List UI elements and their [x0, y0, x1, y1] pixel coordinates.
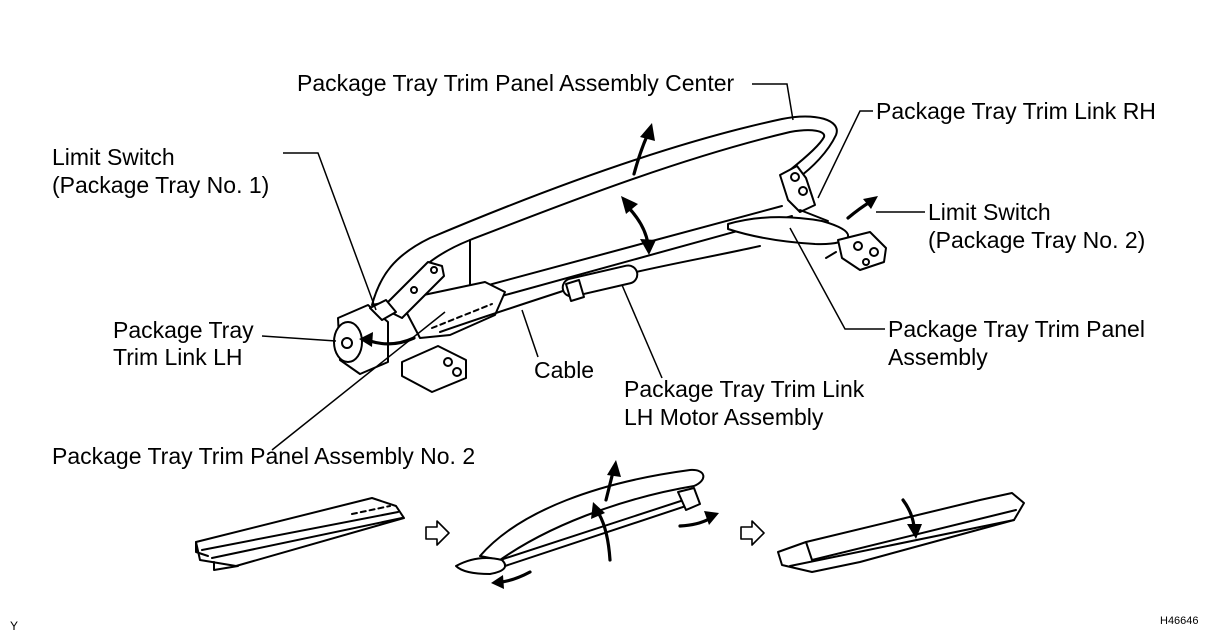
link-rh-pivot-upper [790, 172, 800, 182]
swing-arrow-head-top [621, 196, 638, 214]
stowed-tray-hidden-line [351, 505, 391, 515]
link-rh-pivot-lower [798, 186, 808, 196]
raise-arrow-head [607, 460, 621, 477]
rh-rotate-arrow [678, 517, 711, 528]
raised-tray-right-bracket [677, 487, 701, 511]
left-trim-panel-detail [431, 303, 493, 329]
limit-switch-no2-screw [853, 241, 863, 251]
cable [439, 289, 567, 333]
next-step-arrow-icon [740, 520, 765, 546]
raised-tray-rail [504, 503, 693, 567]
main-assembly [333, 115, 887, 393]
sequence-stowed-tray [195, 497, 405, 571]
motor-clamp [565, 279, 585, 302]
limit-switch-no2 [837, 231, 887, 271]
label-limit-switch-no1-line2: (Package Tray No. 1) [52, 172, 269, 198]
raised-tray-panel [479, 468, 705, 561]
lower-arrow-head [907, 524, 922, 539]
up-arrow [632, 134, 649, 176]
trim-link-lh-pivot [430, 266, 438, 274]
leader-trim-panel-assembly [789, 227, 885, 330]
label-limit-switch-no2-line2: (Package Tray No. 2) [928, 227, 1145, 253]
lh-mount-bolt [443, 357, 453, 367]
swing-arrow-head-bottom [640, 239, 656, 255]
raise-arrow [604, 470, 615, 502]
raised-tray-left-foot [455, 557, 506, 575]
label-trim-panel-assembly-line2: Assembly [888, 344, 988, 370]
lh-rotate-arrow [500, 570, 532, 584]
sequence-raised-tray [455, 460, 719, 589]
rotate-arrow-lh-head [359, 332, 373, 347]
label-limit-switch-no2-line1: Limit Switch [928, 199, 1051, 225]
leader-trim-link-rh [817, 110, 873, 199]
limit-switch-no1 [369, 299, 397, 321]
label-motor-assembly-line1: Package Tray Trim Link [624, 376, 865, 402]
labels: Package Tray Trim Panel Assembly Center … [52, 70, 1156, 469]
limit-switch-no2-screw [862, 258, 870, 266]
leader-panel-no2 [271, 311, 446, 451]
rotate-arrow-rh [846, 200, 872, 220]
lowered-tray-edge [805, 509, 1017, 561]
leader-limit-switch-no1 [283, 152, 377, 311]
trim-link-rh [779, 165, 816, 213]
limit-switch-no2-screw [869, 247, 879, 257]
swing-up-arrow-head [591, 502, 605, 519]
rotate-arrow-rh-head [863, 196, 878, 209]
label-center-panel: Package Tray Trim Panel Assembly Center [297, 70, 735, 96]
label-panel-no2: Package Tray Trim Panel Assembly No. 2 [52, 443, 475, 469]
leader-trim-link-lh [261, 335, 337, 342]
raised-tray-rail [499, 497, 691, 561]
stowed-tray-edge [211, 517, 403, 559]
trim-link-lh-pivot [410, 286, 418, 294]
leader-center-panel [752, 83, 794, 121]
stowed-tray-tab [213, 561, 239, 571]
stowed-tray-tab [195, 541, 209, 557]
next-step-arrow-icon [425, 520, 450, 546]
lower-arrow [901, 498, 916, 528]
leader-cable [521, 309, 539, 358]
lowered-tray-edge [789, 519, 1015, 567]
rh-rotate-arrow-head [704, 511, 719, 525]
left-trim-panel-no2 [399, 281, 506, 339]
figure-code: H46646 [1160, 615, 1199, 627]
stowed-tray-edge [201, 511, 399, 551]
link-rh-arm [799, 209, 829, 222]
label-trim-link-rh: Package Tray Trim Link RH [876, 98, 1156, 124]
leader-motor-assembly [621, 284, 663, 379]
operation-sequence [195, 460, 1025, 589]
sequence-lowered-tray [777, 492, 1025, 573]
lh-rotate-arrow-head [491, 575, 504, 589]
label-trim-link-lh-line2: Trim Link LH [113, 344, 243, 370]
trim-link-lh-hub [341, 337, 353, 349]
up-arrow-head [640, 123, 655, 141]
corner-mark: Y [10, 619, 18, 633]
label-trim-panel-assembly-line1: Package Tray Trim Panel [888, 316, 1145, 342]
label-cable: Cable [534, 357, 594, 383]
cable [635, 245, 761, 273]
right-trim-panel [727, 216, 850, 246]
swing-up-arrow [597, 512, 612, 562]
label-motor-assembly-line2: LH Motor Assembly [624, 404, 824, 430]
label-trim-link-lh-line1: Package Tray [113, 317, 254, 343]
label-limit-switch-no1-line1: Limit Switch [52, 144, 175, 170]
lh-mount-bolt [452, 367, 462, 377]
limit-switch-no2-wire [825, 251, 837, 259]
leader-lines [261, 83, 925, 451]
swing-arrow [626, 205, 650, 246]
